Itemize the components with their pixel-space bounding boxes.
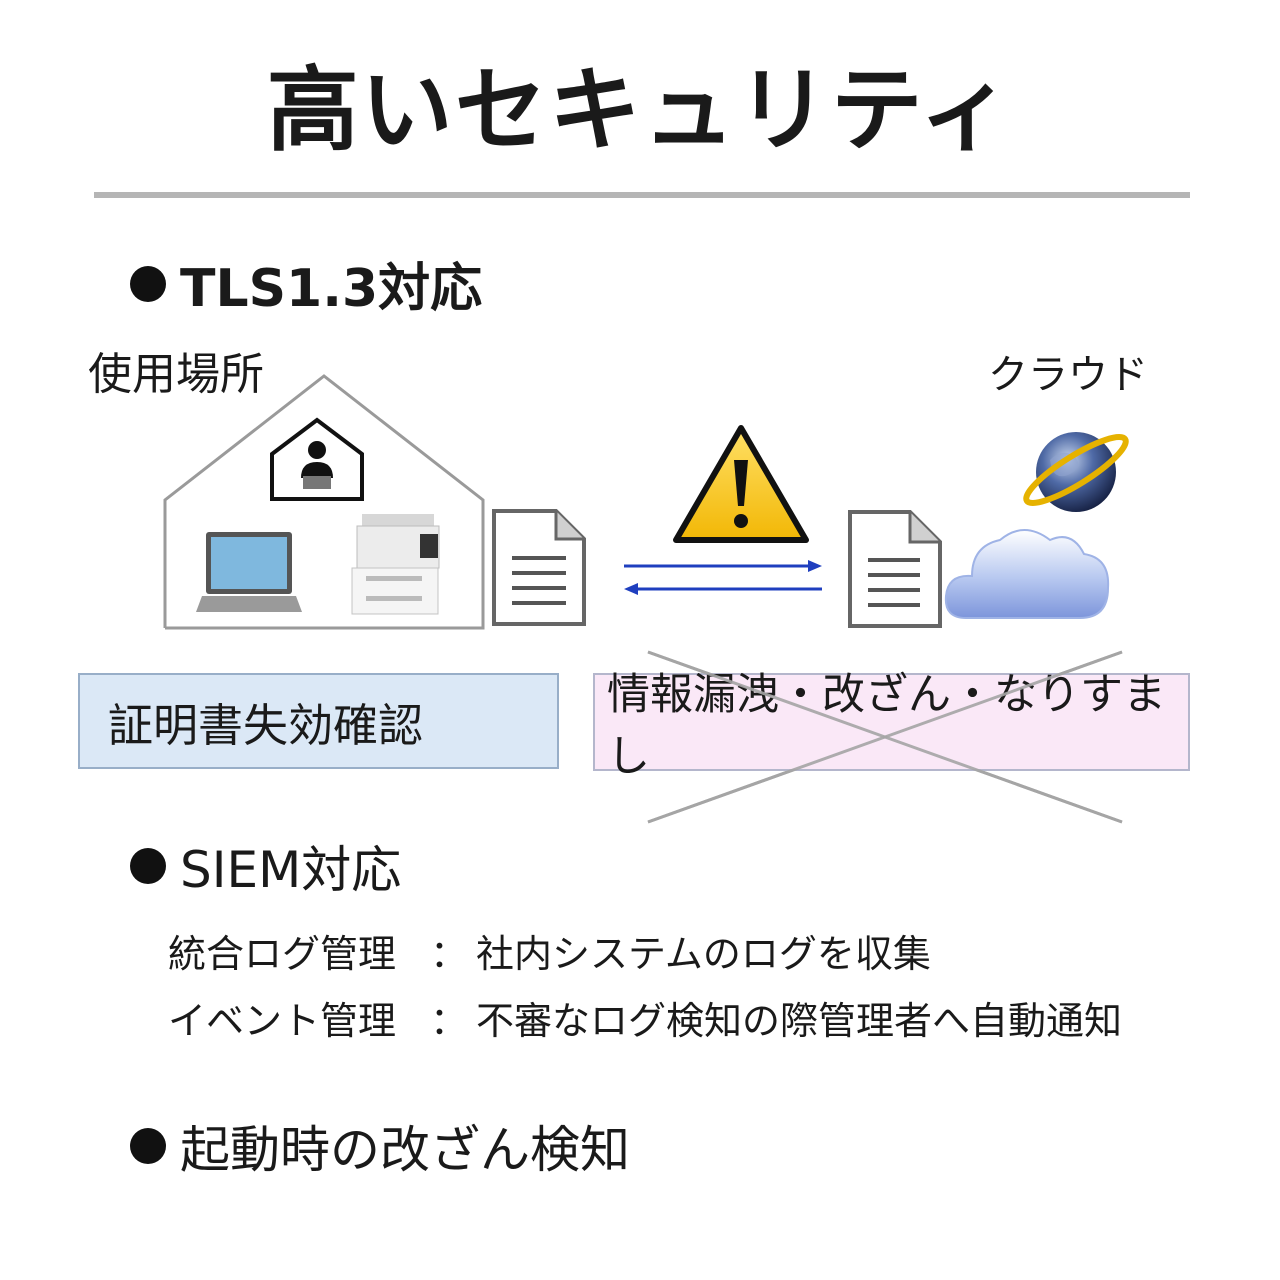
cloud-label: クラウド <box>988 352 1148 398</box>
siem-item-desc: 不審なログ検知の際管理者へ自動通知 <box>476 999 1123 1043</box>
threat-label: 情報漏洩・改ざん・なりすまし <box>607 670 1166 782</box>
threat-box: 情報漏洩・改ざん・なりすまし <box>593 670 1190 782</box>
warning-icon <box>673 425 809 543</box>
laptop-icon <box>196 532 302 612</box>
title-divider <box>94 192 1190 198</box>
section-boot-label: 起動時の改ざん検知 <box>180 1121 630 1179</box>
siem-item: 統合ログ管理 ： 社内システムのログを収集 <box>168 923 931 978</box>
site-label: 使用場所 <box>88 349 264 400</box>
house-icon <box>163 374 485 630</box>
bullet-icon <box>130 265 166 302</box>
section-tls-label: TLS1.3対応 <box>180 259 483 319</box>
siem-item-desc: 社内システムのログを収集 <box>476 932 931 976</box>
siem-item-term: イベント管理 <box>168 999 397 1043</box>
globe-icon <box>1023 432 1129 512</box>
document-icon <box>492 509 586 626</box>
section-tls-heading: TLS1.3対応 <box>130 246 482 321</box>
siem-item-separator: ： <box>430 932 469 976</box>
siem-item-term: 統合ログ管理 <box>168 932 397 976</box>
document-icon <box>848 510 942 628</box>
bullet-icon <box>130 1128 166 1164</box>
siem-item-separator: ： <box>430 999 469 1043</box>
transfer-arrows <box>624 560 822 595</box>
printer-icon <box>351 514 440 615</box>
section-boot-heading: 起動時の改ざん検知 <box>130 1110 630 1182</box>
page-title: 高いセキュリティ <box>266 57 1014 164</box>
user-home-icon <box>270 417 364 501</box>
bullet-icon <box>130 848 166 884</box>
cloud-icon <box>944 529 1110 619</box>
section-siem-label: SIEM対応 <box>180 841 402 899</box>
cert-revocation-label: 証明書失効確認 <box>108 698 424 752</box>
section-siem-heading: SIEM対応 <box>130 830 401 902</box>
siem-item: イベント管理 ： 不審なログ検知の際管理者へ自動通知 <box>168 990 1122 1045</box>
cert-revocation-box: 証明書失効確認 <box>78 673 559 769</box>
